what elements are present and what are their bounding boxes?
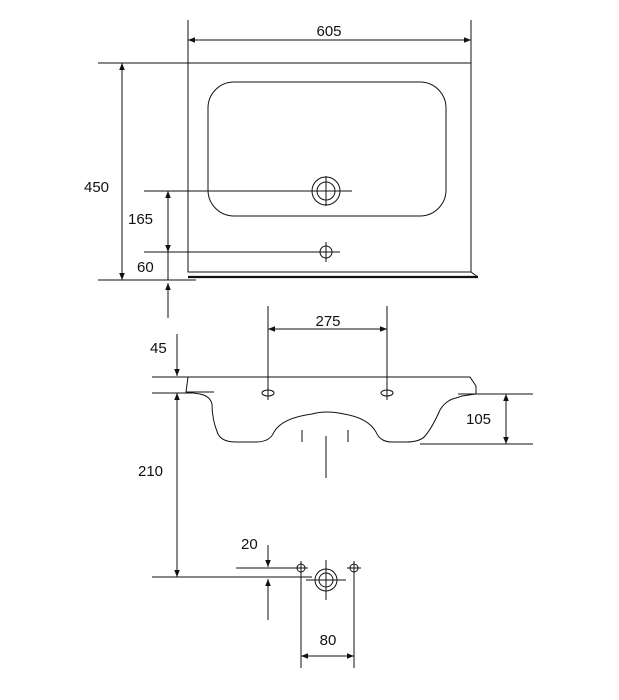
dimension-label-165: 165 xyxy=(128,211,153,228)
waste-detail-view: 20 80 xyxy=(152,536,361,668)
dimension-label-275: 275 xyxy=(315,313,340,330)
fixing-point-right xyxy=(347,561,361,575)
fixing-point-left xyxy=(294,561,308,575)
dimension-label-105: 105 xyxy=(466,411,491,428)
dimension-trap-offset: 20 xyxy=(236,536,296,620)
dimension-drain-offset: 165 xyxy=(128,191,171,252)
dimension-label-210: 210 xyxy=(138,463,163,480)
dimension-label-80: 80 xyxy=(320,632,337,649)
dimension-label-20: 20 xyxy=(241,536,258,553)
top-view: 605 450 165 60 xyxy=(84,20,479,318)
basin-outline-top xyxy=(187,62,472,273)
basin-profile xyxy=(185,376,477,443)
dimension-label-60: 60 xyxy=(137,259,154,276)
dimension-hole-spacing: 275 xyxy=(267,306,388,400)
dimension-label-45: 45 xyxy=(150,340,167,357)
dimension-label-450: 450 xyxy=(84,179,109,196)
basin-back-edge-side xyxy=(470,271,479,278)
dimension-rim-thickness: 45 xyxy=(150,334,192,405)
side-view: 275 45 105 210 xyxy=(138,306,533,577)
bowl-inner-outline xyxy=(207,81,447,217)
dimension-tap-offset: 60 xyxy=(137,252,171,318)
dimension-trap-spacing: 80 xyxy=(300,574,355,668)
dimension-drain-height: 210 xyxy=(138,393,180,577)
dimension-bowl-depth: 105 xyxy=(420,393,533,445)
dimension-top-depth: 450 xyxy=(84,62,196,281)
dimension-label-605: 605 xyxy=(316,23,341,40)
dimension-top-width: 605 xyxy=(187,20,472,63)
